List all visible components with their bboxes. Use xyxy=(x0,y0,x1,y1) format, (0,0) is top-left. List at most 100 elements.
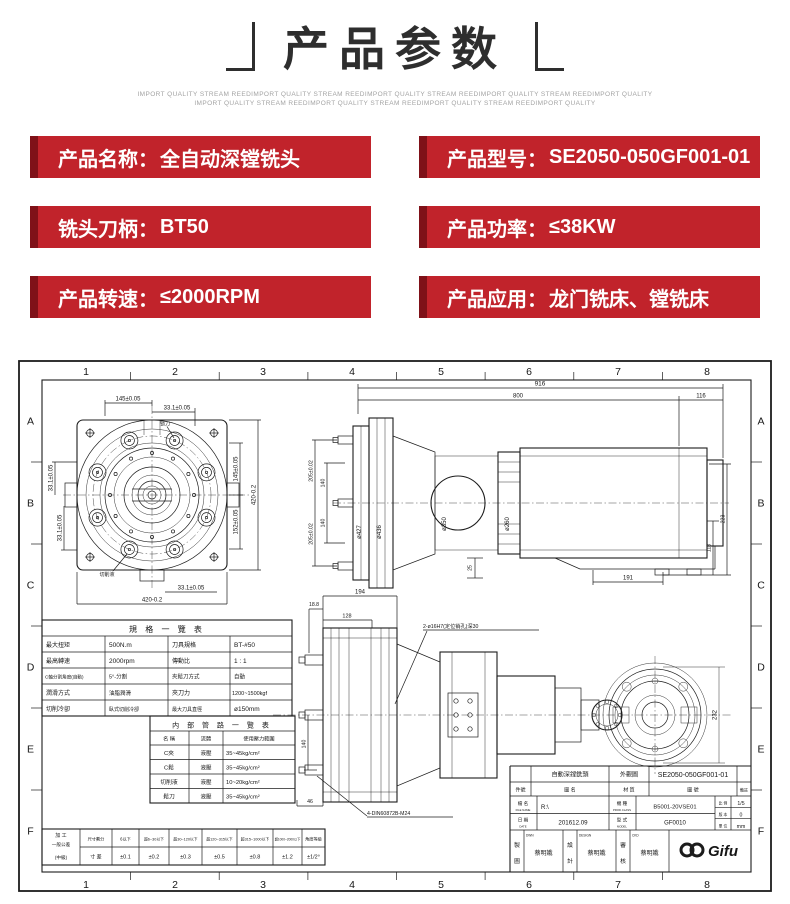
dim-331-left-b: 33.1±0.05 xyxy=(58,514,64,541)
gifu-logo: Gifu xyxy=(679,842,738,860)
banner-product-name: 产品名称：全自动深镗铣头 xyxy=(30,136,371,178)
dim-25: 25 xyxy=(468,565,474,571)
dim-205-a: 205±0.02 xyxy=(309,460,315,482)
svg-text:5: 5 xyxy=(438,879,444,891)
dia-350: ø350 xyxy=(442,517,448,531)
bottom-view: 194 18.8 128 140 46 2-ø16H7(定位销孔)深30 4-D… xyxy=(273,590,733,818)
banner-label: 产品型号： xyxy=(447,148,547,171)
svg-text:審: 審 xyxy=(620,841,626,849)
svg-text:傳動比: 傳動比 xyxy=(172,657,190,665)
page-title: 产品参数 xyxy=(283,23,507,75)
dim-145-top: 145±0.05 xyxy=(116,397,142,403)
svg-text:計: 計 xyxy=(567,857,573,865)
tb-date-value: 201612.09 xyxy=(558,820,588,827)
tb-view-label: 外觀圖 xyxy=(620,771,638,779)
dim-116: 116 xyxy=(696,394,706,400)
svg-text:超30~120以下: 超30~120以下 xyxy=(173,837,197,842)
svg-text:1 : 1: 1 : 1 xyxy=(234,658,247,665)
technical-drawing: 1 2 3 4 5 6 7 8 1 2 3 4 5 6 7 8 A B C D … xyxy=(15,356,775,896)
svg-text:最大扭矩: 最大扭矩 xyxy=(46,641,70,649)
tagline-line1: IMPORT QUALITY STREAM REEDIMPORT QUALITY… xyxy=(137,91,653,98)
svg-text:液壓: 液壓 xyxy=(200,778,212,786)
svg-text:超120~315以下: 超120~315以下 xyxy=(206,837,232,842)
svg-text:角度等級: 角度等級 xyxy=(305,836,323,843)
front-dim-lines xyxy=(52,400,261,605)
svg-text:500N.m: 500N.m xyxy=(109,642,132,649)
svg-text:圖: 圖 xyxy=(514,858,520,865)
svg-text:D: D xyxy=(757,662,765,674)
svg-text:2000rpm: 2000rpm xyxy=(109,658,135,665)
dim-331-bottom: 33.1±0.05 xyxy=(178,586,205,592)
front-bolt-circles xyxy=(88,431,216,559)
svg-text:F: F xyxy=(758,826,764,838)
tb-drawing-no: SE2050-050GF001-01 xyxy=(658,772,729,779)
svg-text:35~45kg/cm²: 35~45kg/cm² xyxy=(226,751,260,757)
svg-text:6: 6 xyxy=(526,366,532,378)
svg-text:FILE NAME: FILE NAME xyxy=(516,808,531,812)
dim-128: 128 xyxy=(342,614,351,620)
svg-text:4: 4 xyxy=(349,879,355,891)
svg-text:材 質: 材 質 xyxy=(623,787,634,794)
banner-speed: 产品转速：≤2000RPM xyxy=(30,276,371,318)
dim-205-b: 205±0.02 xyxy=(309,523,315,545)
banner-label: 铣头刀柄： xyxy=(58,218,158,241)
svg-text:液壓: 液壓 xyxy=(200,749,212,757)
dim-331-top: 33.1±0.05 xyxy=(164,406,191,412)
svg-text:±0.2: ±0.2 xyxy=(149,855,160,861)
dim-191: 191 xyxy=(623,576,634,582)
svg-text:3: 3 xyxy=(260,879,266,891)
svg-text:自動: 自動 xyxy=(234,673,246,681)
banner-value: 龙门铣床、镗铣床 xyxy=(549,288,709,311)
banner-power: 产品功率：≤38KW xyxy=(419,206,760,248)
tb-scale-value: 1/5 xyxy=(737,801,744,807)
pipe-table-title: 内 部 管 路 一 覽 表 xyxy=(172,721,272,730)
side-dim-lines xyxy=(312,384,731,585)
title-corner-bracket-right xyxy=(535,22,564,71)
tb-chk-name: 蔡明娥 xyxy=(640,849,658,857)
dim-145-right: 145±0.05 xyxy=(234,456,240,482)
dia-436: ø436 xyxy=(377,525,383,539)
svg-text:切削冷卻: 切削冷卻 xyxy=(46,705,70,713)
svg-text:±0.5: ±0.5 xyxy=(214,855,225,861)
spec-table-title: 規 格 一 覽 表 xyxy=(129,624,205,634)
banner-label: 产品名称： xyxy=(58,148,158,171)
dim-331-left-a: 33.1±0.05 xyxy=(49,464,55,491)
dim-152-right: 152±0.05 xyxy=(234,509,240,535)
callout-pin-holes: 2-ø16H7(定位销孔)深30 xyxy=(423,622,478,630)
svg-text:PROD.CLASS: PROD.CLASS xyxy=(613,808,631,812)
tb-file-value: R:\ xyxy=(541,805,549,811)
svg-text:設: 設 xyxy=(567,841,573,849)
svg-text:MODEL: MODEL xyxy=(617,825,627,829)
svg-text:2: 2 xyxy=(172,879,178,891)
tolerance-table: 加 工 一般公差 (中級) 尺寸劃分 6以下 超6~30以下 超30~120以下… xyxy=(41,828,326,866)
dim-223: 223 xyxy=(721,515,727,524)
svg-text:4: 4 xyxy=(349,366,355,378)
callout-bottom: 切削液 xyxy=(99,571,114,578)
title-corner-bracket-left xyxy=(226,22,255,71)
svg-text:刀具規格: 刀具規格 xyxy=(172,641,196,649)
svg-text:D: D xyxy=(27,662,35,674)
tb-product: 自動深鏜銑頭 xyxy=(551,771,589,779)
svg-text:夾鬆刀方式: 夾鬆刀方式 xyxy=(172,673,200,681)
svg-text:2: 2 xyxy=(172,366,178,378)
svg-text:(中級): (中級) xyxy=(55,854,68,861)
dim-194: 194 xyxy=(355,590,366,596)
dim-232: 232 xyxy=(713,709,719,720)
tb-dwn-name: 蔡明娥 xyxy=(534,849,552,857)
sheet-frame: 1 2 3 4 5 6 7 8 1 2 3 4 5 6 7 8 A B C D … xyxy=(18,360,772,892)
dim-18-8: 18.8 xyxy=(309,602,319,608)
grid-col-label: 1 xyxy=(83,366,89,378)
svg-text:圖 名: 圖 名 xyxy=(564,787,575,794)
svg-text:C: C xyxy=(27,580,35,592)
pin-plate-holes xyxy=(453,698,473,732)
tb-unit-value: mm xyxy=(737,824,746,830)
svg-text:油脂潤滑: 油脂潤滑 xyxy=(109,689,132,697)
svg-text:使用壓力範圍: 使用壓力範圍 xyxy=(243,735,274,743)
svg-text:圖 號: 圖 號 xyxy=(687,787,698,794)
svg-text:C鬆: C鬆 xyxy=(164,764,174,772)
dia-260: ø260 xyxy=(505,517,511,531)
svg-text:件號: 件號 xyxy=(515,787,525,794)
title-block: 自動深鏜銑頭 外觀圖 SE2050-050GF001-01 件號 圖 名 材 質… xyxy=(509,765,751,872)
svg-text:潤滑方式: 潤滑方式 xyxy=(46,689,70,697)
